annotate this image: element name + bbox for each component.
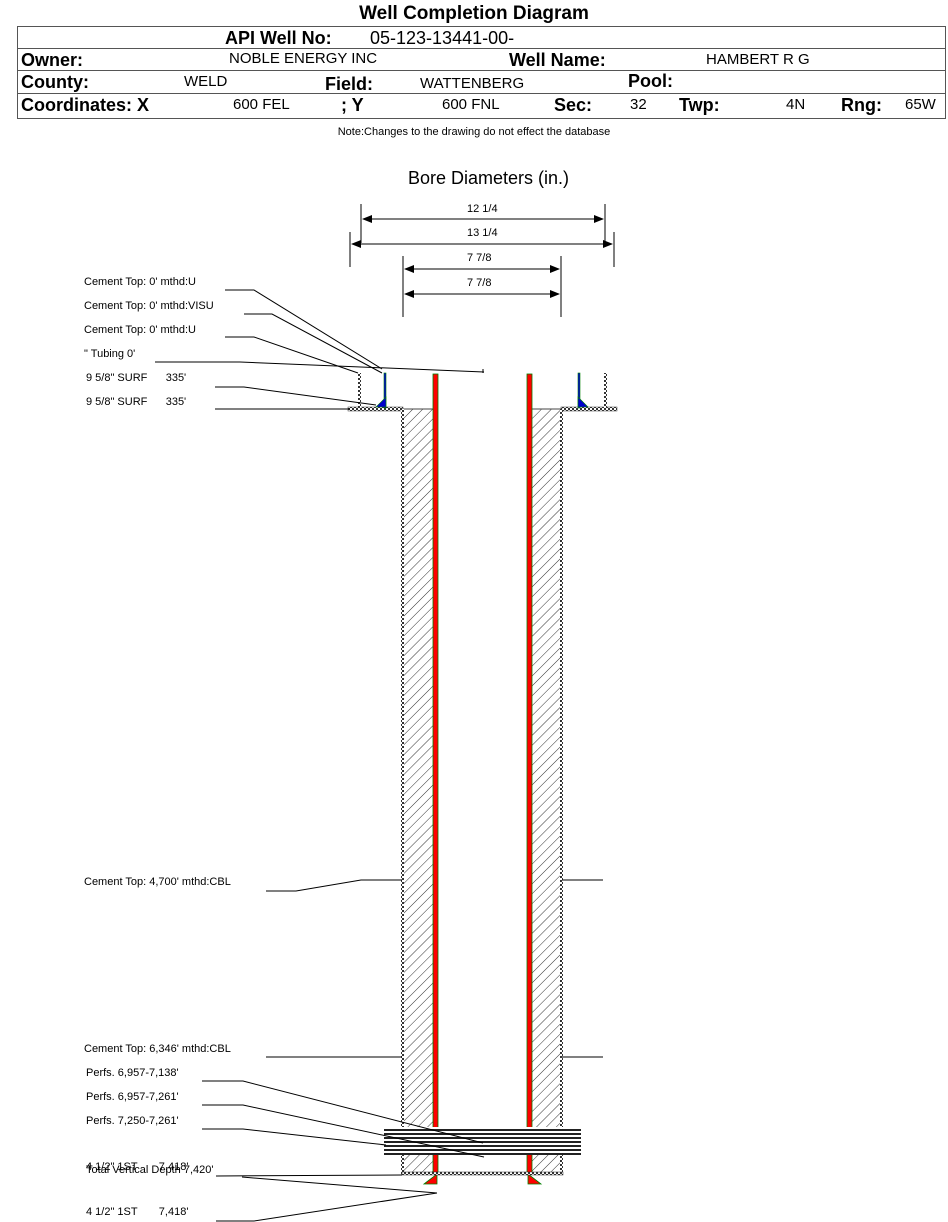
perforation-label: Perfs. 7,250-7,261' [86, 1115, 179, 1127]
conductor-left [383, 372, 387, 409]
y-label: ; Y [341, 95, 364, 115]
county-row: County: WELD Field: WATTENBERG Pool: [18, 70, 945, 94]
coordinates-label: Coordinates: X [21, 95, 150, 115]
y-value: 600 FNL [442, 96, 500, 113]
cement-top-label: Cement Top: 0' mthd:U [84, 276, 196, 288]
surface-casing-label: 9 5/8" SURF 335' [86, 372, 187, 384]
x-value: 600 FEL [233, 96, 290, 113]
owner-label: Owner: [21, 50, 84, 70]
production-casing-label: 4 1/2" 1ST 7,418' [86, 1161, 189, 1173]
production-casing-label: 4 1/2" 1ST 7,418' [86, 1206, 189, 1218]
database-note: Note:Changes to the drawing do not effec… [337, 126, 611, 138]
production-casing [422, 373, 543, 1185]
rng-label: Rng: [841, 95, 882, 115]
coordinates-row: Coordinates: X 600 FEL ; Y 600 FNL Sec: … [18, 93, 945, 120]
hole-bottom [401, 1171, 564, 1176]
cement-top-label: Cement Top: 4,700' mthd:CBL [84, 876, 231, 888]
owner-value: NOBLE ENERGY INC [229, 50, 378, 67]
casing-right [526, 373, 533, 1175]
casing-left [432, 373, 439, 1175]
sec-label: Sec: [554, 95, 593, 115]
well-name-label: Well Name: [509, 50, 606, 70]
county-label: County: [21, 72, 89, 92]
cement-top-label: Cement Top: 0' mthd:U [84, 324, 196, 336]
diagram-title: Well Completion Diagram [359, 3, 589, 24]
leader-lines [155, 289, 603, 1222]
bore-dim-label: 7 7/8 [467, 252, 492, 264]
field-value: WATTENBERG [420, 75, 525, 92]
api-label: API Well No: [225, 28, 332, 48]
bore-dim-label: 13 1/4 [467, 227, 498, 239]
casing-shoe-right [527, 1173, 543, 1185]
bore-diameters-title: Bore Diameters (in.) [408, 168, 570, 188]
rng-value: 65W [905, 96, 936, 113]
field-label: Field: [325, 74, 373, 94]
sec-value: 32 [630, 96, 647, 113]
bore-dim-label: 12 1/4 [467, 203, 498, 215]
perforations [384, 1127, 581, 1155]
bore-dim-label: 7 7/8 [467, 277, 492, 289]
cement-top-label: Cement Top: 6,346' mthd:CBL [84, 1043, 231, 1055]
twp-label: Twp: [679, 95, 720, 115]
perforation-label: Perfs. 6,957-7,138' [86, 1067, 179, 1079]
cement-annulus [401, 408, 563, 1175]
county-value: WELD [184, 73, 228, 90]
api-value: 05-123-13441-00- [370, 28, 515, 48]
pool-label: Pool: [628, 71, 673, 91]
twp-value: 4N [786, 96, 806, 113]
well-header-table: API Well No: 05-123-13441-00- Owner: NOB… [17, 26, 946, 119]
surface-casing-label: 9 5/8" SURF 335' [86, 396, 187, 408]
tubing-label: " Tubing 0' [84, 348, 136, 360]
surface-casing [347, 372, 618, 412]
perforation-label: Perfs. 6,957-7,261' [86, 1091, 179, 1103]
bore-dimensions [349, 204, 615, 317]
cement-top-label: Cement Top: 0' mthd:VISU [84, 300, 214, 312]
casing-shoe-left [422, 1173, 438, 1185]
conductor-right [577, 372, 581, 409]
well-name-value: HAMBERT R G [706, 51, 810, 68]
owner-row: Owner: NOBLE ENERGY INC Well Name: HAMBE… [18, 48, 945, 71]
api-row: API Well No: 05-123-13441-00- [18, 27, 945, 48]
total-vertical-depth-label: Total Vertical Depth 7,420' [86, 1164, 214, 1176]
